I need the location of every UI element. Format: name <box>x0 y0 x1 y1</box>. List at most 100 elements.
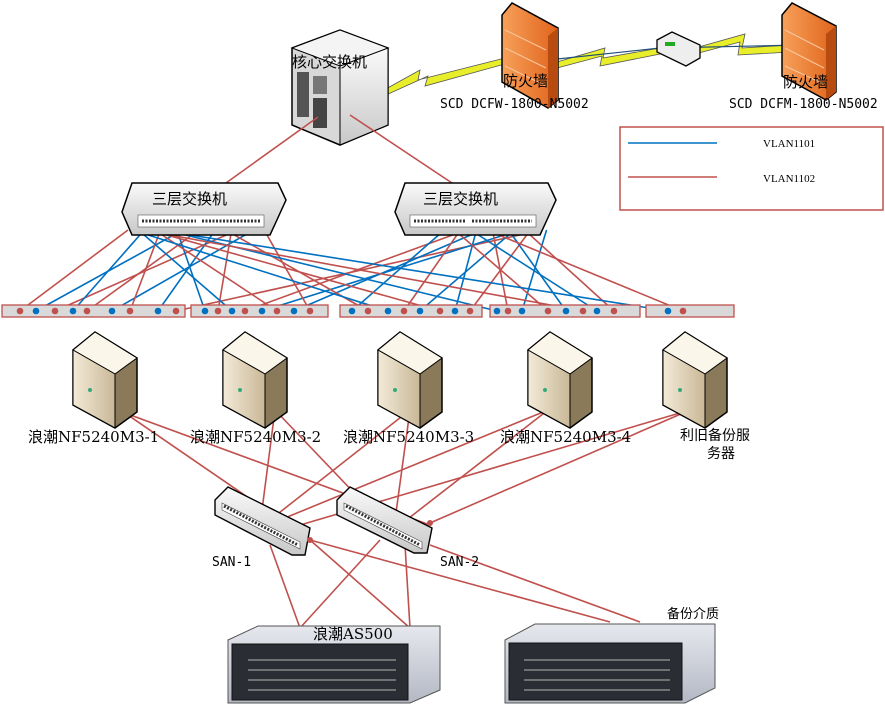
firewall-2-label: 防火墙 <box>783 73 828 91</box>
port-dot <box>16 307 24 315</box>
port-dot <box>241 307 249 315</box>
port-dot <box>83 307 91 315</box>
vlan1101-link <box>261 229 521 312</box>
lightning-link-icon <box>694 33 791 56</box>
port-dot <box>126 307 134 315</box>
vlan1101-link <box>157 229 216 312</box>
l3-switch-2-label: 三层交换机 <box>423 190 498 208</box>
backup-media-label: 备份介质 <box>667 606 719 622</box>
port-dot <box>579 307 587 315</box>
patch-panel <box>645 304 735 318</box>
lightning-link-icon <box>556 47 661 69</box>
port-dot <box>544 307 552 315</box>
vlan1101-link <box>176 229 206 312</box>
port-dot <box>172 307 180 315</box>
port-dot <box>273 307 281 315</box>
port-dot <box>664 307 672 315</box>
port-dot <box>466 307 474 315</box>
l3-switch-1-label: 三层交换机 <box>152 190 227 208</box>
storage-as500[interactable]: 浪潮AS500 <box>227 625 441 704</box>
vlan1101-link <box>137 229 233 312</box>
l3-switch-1[interactable]: 三层交换机 <box>121 182 287 236</box>
backup-media[interactable]: 备份介质 <box>504 606 719 704</box>
access-links <box>19 229 684 312</box>
port-dot <box>51 307 59 315</box>
port-dot <box>400 307 408 315</box>
port-dot <box>348 307 356 315</box>
port-dot <box>562 307 570 315</box>
server-label: 浪潮NF5240M3-3 <box>343 428 474 446</box>
vlan1102-link <box>454 229 549 312</box>
core-switch[interactable]: 核心交换机 <box>290 29 390 146</box>
port-dot <box>679 307 687 315</box>
port-dot <box>504 307 512 315</box>
port-dot <box>154 307 162 315</box>
server-1[interactable]: 浪潮NF5240M3-1 <box>28 331 159 446</box>
vlan1101-link <box>351 229 445 312</box>
vlan1102-link <box>486 229 684 312</box>
vlan1101-link <box>419 229 515 312</box>
port-dot <box>258 307 266 315</box>
vlan1102-link <box>19 229 129 312</box>
firewall-2-model: SCD DCFM-1800-N5002 <box>729 97 878 112</box>
legend-label-vlan1102: VLAN1102 <box>763 173 815 185</box>
patch-panel <box>1 304 186 318</box>
port-dot <box>610 307 618 315</box>
server-4[interactable]: 浪潮NF5240M3-4 <box>500 331 631 446</box>
port-dot <box>493 307 501 315</box>
server-label: 利旧备份服 <box>680 427 750 444</box>
server-3[interactable]: 浪潮NF5240M3-3 <box>343 331 474 446</box>
san-switch-1[interactable]: SAN-1 <box>212 486 313 570</box>
vlan1101-link <box>158 229 669 312</box>
patch-panel <box>339 304 483 318</box>
router[interactable] <box>656 31 701 67</box>
port-dot <box>436 307 444 315</box>
port-dot <box>451 307 459 315</box>
port-dot <box>416 307 424 315</box>
server-2[interactable]: 浪潮NF5240M3-2 <box>190 331 321 446</box>
vlan1101-link <box>132 229 389 312</box>
core-switch-label: 核心交换机 <box>292 53 367 71</box>
l3-switch-2[interactable]: 三层交换机 <box>394 182 557 236</box>
server-label: 浪潮NF5240M3-2 <box>190 428 321 446</box>
port-dots <box>16 307 687 315</box>
firewall-1-model: SCD DCFW-1800-N5002 <box>440 97 589 112</box>
san-switch-2-label: SAN-2 <box>440 555 479 570</box>
port-dot <box>69 307 77 315</box>
firewall-2[interactable]: 防火墙 SCD DCFM-1800-N5002 <box>729 2 878 112</box>
port-dot <box>593 307 601 315</box>
servers: 浪潮NF5240M3-1 浪潮NF5240M3-2 浪潮NF5240M3-3 浪潮NF… <box>28 331 750 462</box>
vlan1102-link <box>217 229 233 312</box>
port-dot <box>201 307 209 315</box>
port-dot <box>290 307 298 315</box>
port-dot <box>306 307 314 315</box>
vlan1102-link <box>142 229 584 312</box>
core-link <box>349 114 456 186</box>
lightning-link-icon <box>383 57 506 96</box>
port-dot <box>384 307 392 315</box>
vlan1102-link <box>403 229 462 312</box>
vlan1101-link <box>72 229 145 312</box>
port-dot <box>214 307 222 315</box>
vlan1101-link <box>454 229 478 312</box>
port-dot <box>228 307 236 315</box>
vlan1101-link <box>470 229 598 312</box>
port-dot <box>108 307 116 315</box>
core-link <box>225 116 319 184</box>
firewall-1-label: 防火墙 <box>503 72 548 90</box>
vlan1102-link <box>524 229 615 312</box>
server-label: 浪潮NF5240M3-4 <box>500 428 631 446</box>
vlan1102-link <box>129 229 162 312</box>
server-label-cont: 务器 <box>707 446 735 462</box>
san-switch-2[interactable]: SAN-2 <box>336 486 479 570</box>
vlan1101-link <box>293 229 483 312</box>
vlan1102-link <box>263 229 311 312</box>
port-dot <box>518 307 526 315</box>
legend-label-vlan1101: VLAN1101 <box>763 138 815 150</box>
vlan1102-link <box>148 229 441 312</box>
san-switch-1-label: SAN-1 <box>212 555 251 570</box>
firewall-1[interactable]: 防火墙 SCD DCFW-1800-N5002 <box>440 2 589 112</box>
server-label: 浪潮NF5240M3-1 <box>28 428 159 446</box>
